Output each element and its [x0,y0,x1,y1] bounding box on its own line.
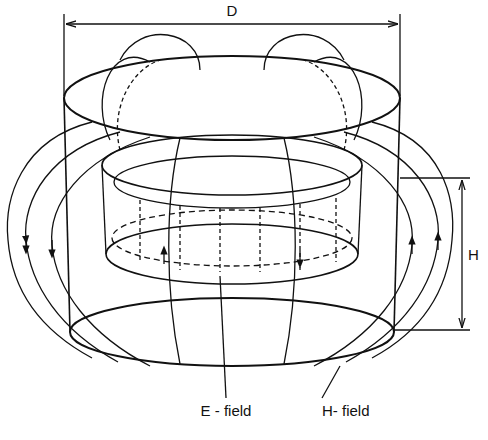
field-label: H- field [322,402,370,420]
dimension-label: H [468,246,479,264]
dimension-label: D [227,2,238,20]
field-label: E - field [201,402,252,420]
